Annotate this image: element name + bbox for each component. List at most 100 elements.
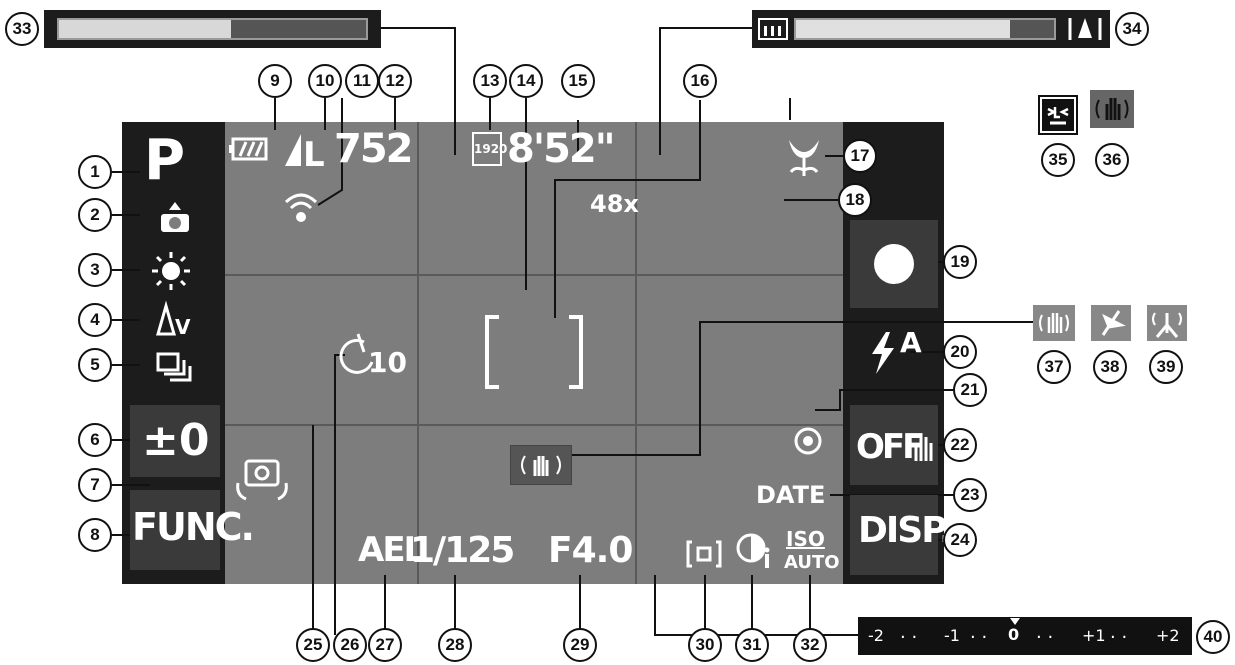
callout-4: 4 xyxy=(78,303,112,337)
callout-17: 17 xyxy=(843,139,877,173)
blink-detection-badge xyxy=(1038,95,1078,135)
camera-shake-icon xyxy=(236,459,288,501)
callout-37: 37 xyxy=(1037,350,1071,384)
callout-23: 23 xyxy=(953,478,987,512)
callout-3: 3 xyxy=(78,253,112,287)
scale-label-zero: 0 xyxy=(1008,625,1020,644)
callout-35: 35 xyxy=(1041,143,1075,177)
callout-26: 26 xyxy=(333,628,367,662)
callout-6: 6 xyxy=(78,423,112,457)
callout-36: 36 xyxy=(1095,143,1129,177)
focus-range-bar xyxy=(752,10,1110,48)
shots-remaining: 752 xyxy=(334,126,413,172)
movie-time: 8'52" xyxy=(507,126,616,172)
callout-9: 9 xyxy=(258,64,292,98)
drive-mode-icon xyxy=(156,352,192,382)
callout-34: 34 xyxy=(1115,12,1149,46)
metering-icon xyxy=(686,540,722,568)
exposure-value: ±0 xyxy=(142,415,210,466)
callout-38: 38 xyxy=(1093,350,1127,384)
func-label: FUNC. xyxy=(132,505,255,549)
callout-12: 12 xyxy=(378,64,412,98)
landscape-icon xyxy=(1068,18,1102,40)
exposure-scale: -2 . . -1 . . 0 . . +1 . . +2 xyxy=(858,617,1192,655)
callout-21: 21 xyxy=(953,373,987,407)
focus-range-fill xyxy=(796,20,1011,38)
is-off-button[interactable]: OFF xyxy=(850,405,938,485)
zoom-bar-track xyxy=(57,18,368,40)
callout-32: 32 xyxy=(793,628,827,662)
disp-button[interactable] xyxy=(850,495,938,575)
wifi-icon xyxy=(284,193,318,222)
hand-shake-badge xyxy=(1090,90,1134,128)
iso-auto: AUTO xyxy=(784,552,840,573)
exposure-button[interactable] xyxy=(130,405,220,477)
i-contrast-icon xyxy=(736,533,770,568)
callout-8: 8 xyxy=(78,518,112,552)
focus-range-icon xyxy=(758,18,788,40)
ae-lock: AEL xyxy=(358,530,425,570)
movie-size-label: 1920 xyxy=(474,142,508,156)
record-button[interactable] xyxy=(850,220,938,308)
callout-19: 19 xyxy=(943,245,977,279)
pan-is-badge xyxy=(1091,305,1131,341)
callout-16: 16 xyxy=(683,64,717,98)
scale-label-plus-1: +1 xyxy=(1082,626,1106,645)
callout-29: 29 xyxy=(563,628,597,662)
svg-text:V: V xyxy=(175,315,191,338)
callout-5: 5 xyxy=(78,348,112,382)
scale-dots-2: . . xyxy=(970,622,988,643)
callout-40: 40 xyxy=(1196,620,1230,654)
pan-icon xyxy=(1101,310,1126,336)
is-off-icon xyxy=(914,437,933,461)
zoom-bar xyxy=(44,10,381,48)
red-eye-icon xyxy=(794,427,822,455)
compression-icon: L xyxy=(285,134,325,168)
scale-dots-1: . . xyxy=(900,622,918,643)
record-icon xyxy=(874,244,914,284)
callout-30: 30 xyxy=(688,628,722,662)
scale-dots-3: . . xyxy=(1036,622,1054,643)
flash-button[interactable]: A xyxy=(850,318,938,388)
callout-13: 13 xyxy=(473,64,507,98)
blink-detection-icon xyxy=(1040,97,1076,133)
callout-27: 27 xyxy=(368,628,402,662)
scale-dots-4: . . xyxy=(1110,622,1128,643)
callout-31: 31 xyxy=(735,628,769,662)
callout-20: 20 xyxy=(943,335,977,369)
shutter-speed: 1/125 xyxy=(410,530,515,571)
callout-22: 22 xyxy=(943,428,977,462)
func-button[interactable] xyxy=(130,490,220,570)
callout-10: 10 xyxy=(308,64,342,98)
zoom-value: 48x xyxy=(590,190,639,218)
callout-7: 7 xyxy=(78,468,112,502)
macro-icon xyxy=(789,140,819,176)
hybrid-is-badge xyxy=(1033,305,1075,341)
aperture-value: F4.0 xyxy=(548,530,633,571)
iso-label: ISO xyxy=(786,527,825,551)
white-balance-icon xyxy=(152,252,190,290)
svg-text:L: L xyxy=(303,135,325,168)
hybrid-icon xyxy=(1039,313,1069,333)
movie-size-icon: 1920 xyxy=(472,132,508,166)
callout-14: 14 xyxy=(509,64,543,98)
callout-33: 33 xyxy=(5,12,39,46)
callout-18: 18 xyxy=(838,183,872,217)
callout-2: 2 xyxy=(78,198,112,232)
is-indicator xyxy=(510,445,572,485)
af-frame xyxy=(485,315,583,389)
callout-24: 24 xyxy=(943,523,977,557)
self-timer-icon xyxy=(339,333,374,374)
my-colors-icon: V xyxy=(156,300,191,338)
shooting-mode-p[interactable]: P xyxy=(144,128,186,193)
battery-icon xyxy=(229,137,268,161)
date-stamp: DATE xyxy=(756,481,826,509)
scale-label-minus-1: -1 xyxy=(944,626,960,645)
callout-15: 15 xyxy=(561,64,595,98)
grid-lines xyxy=(225,122,843,584)
callout-25: 25 xyxy=(296,628,330,662)
tripod-icon xyxy=(1152,312,1182,338)
scale-marker xyxy=(1010,618,1020,625)
focus-range-track xyxy=(794,18,1056,40)
